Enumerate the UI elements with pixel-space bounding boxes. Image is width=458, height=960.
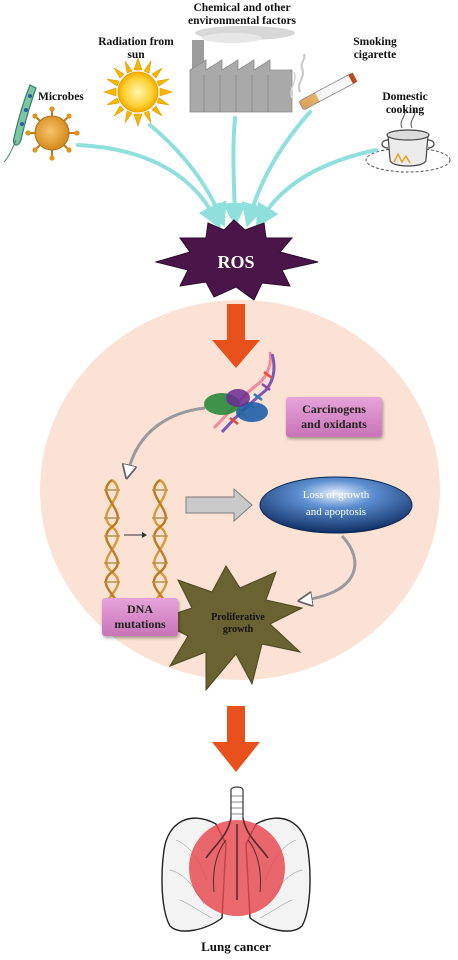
gray-arrow-right	[185, 487, 253, 523]
dna-chromosome-icon	[204, 351, 276, 433]
virus-icon	[25, 106, 80, 161]
lungs-icon	[161, 786, 311, 932]
orange-arrow-bottom	[212, 706, 260, 772]
proliferative-label: Proliferative growth	[211, 612, 265, 635]
label-chemical: Chemical and other environmental factors	[187, 2, 297, 28]
inflow-arrows	[76, 110, 378, 229]
proliferative-star	[154, 565, 304, 692]
loss-of-growth-label: Loss of growth and apoptosis	[302, 489, 370, 518]
small-mutation-arrow	[124, 532, 147, 538]
inflow-arrow-microbes	[76, 143, 221, 229]
orange-arrow-top	[212, 304, 260, 368]
curved-arrow-left	[128, 406, 206, 472]
cigarette-icon	[290, 53, 358, 110]
ros-label: ROS	[217, 252, 254, 272]
loss-of-growth-oval	[259, 476, 413, 534]
curved-arrow-right	[305, 534, 357, 600]
dna-helix-left	[104, 479, 120, 611]
factory-icon	[189, 26, 295, 113]
inflow-arrow-cooking	[255, 148, 378, 229]
lung-cancer-label: Lung cancer	[201, 939, 271, 954]
label-radiation: Radiation from sun	[98, 36, 174, 62]
carcinogens-box: Carcinogens and oxidants	[286, 397, 382, 437]
inflow-arrow-smoking	[241, 110, 312, 228]
dna-mutations-box: DNA mutations	[102, 598, 178, 636]
inflow-arrow-sun	[148, 123, 227, 228]
cell-body	[40, 300, 440, 680]
bacterium-icon	[3, 84, 37, 163]
sun-icon	[103, 57, 173, 127]
label-microbes: Microbes	[38, 91, 84, 103]
ros-star	[154, 219, 319, 301]
inflow-arrow-chemical	[222, 116, 247, 227]
label-smoking: Smoking cigarette	[353, 36, 397, 62]
cooking-pot-icon	[365, 107, 451, 173]
label-cooking: Domestic cooking	[382, 91, 428, 117]
dna-helix-right	[152, 479, 168, 611]
